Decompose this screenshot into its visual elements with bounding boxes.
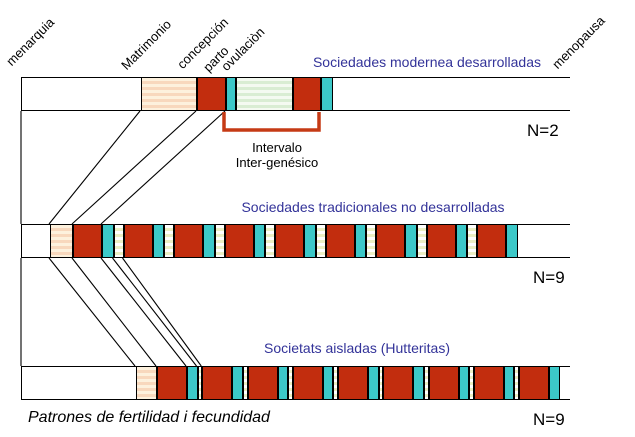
timeline-bar-traditional-societies [21,224,571,258]
intergenesic-interval-line1: Intervalo [252,140,302,155]
bar-segment-red [293,78,321,110]
bar-segment-red [338,367,368,399]
bar-title-traditional-societies: Sociedades tradicionales no desarrollada… [241,199,505,215]
bar-segment-yellow [366,225,376,257]
bar-segment-yellow [333,367,338,399]
bar-segment-cyan [226,78,236,110]
bar-segment-yellow [197,367,203,399]
bar-segment-red [473,367,504,399]
bar-segment-cyan [458,367,469,399]
bar-segment-yellow [514,367,519,399]
bar-segment-red [428,367,459,399]
bar-segment-red [247,367,278,399]
connector-line [122,257,202,367]
intergenesic-interval-bracket [222,112,321,132]
bar-segment-white [22,367,136,399]
bar-segment-yellow [113,225,124,257]
bar-segment-yellow [164,225,174,257]
figure-caption: Patrones de fertilidad i fecundidad [28,409,270,426]
bar-segment-yellow [288,367,293,399]
bar-segment-cyan [277,367,288,399]
bar-segment-white [517,225,571,257]
bar-title-modern-societies: Sociedades modernea desarrolladas [312,54,542,70]
bar-segment-red [202,367,233,399]
bar-segment-white [559,367,571,399]
bar-title-isolated-societies: Societats aisladas (Hutteritas) [264,340,450,356]
bar-segment-yellow [214,225,225,257]
bar-segment-cyan [321,78,333,110]
bar-segment-cyan [203,225,215,257]
bar-segment-red [73,225,102,257]
bar-segment-peach [136,367,157,399]
bar-segment-green [236,78,293,110]
bar-segment-yellow [416,225,427,257]
bar-segment-yellow [265,225,275,257]
bar-segment-red [325,225,355,257]
bar-segment-cyan [187,367,198,399]
connector-line [48,257,136,367]
bar-segment-cyan [304,225,316,257]
n-count-isolated-societies: N=9 [533,410,565,429]
bar-segment-cyan [503,367,515,399]
bar-segment-red [123,225,153,257]
bar-segment-peach [50,225,73,257]
bar-segment-red [383,367,414,399]
bar-segment-white [22,78,141,110]
bar-segment-yellow [315,225,326,257]
bar-segment-red [174,225,203,257]
bar-segment-cyan [253,225,265,257]
bar-segment-red [224,225,254,257]
bar-segment-yellow [423,367,429,399]
connector-line [100,257,187,367]
intergenesic-interval-line2: Inter-genésico [235,155,319,170]
bar-segment-cyan [405,225,417,257]
bar-segment-cyan [322,367,334,399]
bar-segment-white [22,225,50,257]
connector-line [71,257,157,367]
bar-segment-red [275,225,304,257]
bar-segment-red [292,367,323,399]
bar-segment-red [426,225,456,257]
n-count-traditional-societies: N=9 [533,268,565,287]
bar-segment-cyan [549,367,560,399]
bar-segment-peach [141,78,197,110]
bar-segment-red [519,367,549,399]
intergenesic-interval-label: Intervalo Inter-genésico [177,140,377,170]
connector-line [48,110,141,225]
bar-segment-yellow [378,367,384,399]
bar-segment-red [197,78,226,110]
bar-segment-cyan [354,225,366,257]
connector-line [100,110,226,225]
bar-segment-yellow [469,367,474,399]
bar-segment-cyan [368,367,379,399]
bar-segment-red [376,225,405,257]
connector-line [112,257,197,367]
bar-segment-cyan [152,225,164,257]
connector-line [71,110,197,225]
bar-segment-red [157,367,187,399]
bar-segment-yellow [242,367,248,399]
timeline-bar-modern-societies [21,77,571,111]
timeline-bar-isolated-societies-hutterites [21,366,571,400]
bar-segment-cyan [413,367,424,399]
n-count-modern-societies: N=2 [527,121,559,140]
bar-segment-white [333,78,571,110]
bar-segment-cyan [506,225,518,257]
bar-segment-yellow [467,225,477,257]
bar-segment-cyan [102,225,114,257]
bar-segment-red [477,225,506,257]
bar-segment-cyan [455,225,467,257]
bar-segment-cyan [232,367,243,399]
